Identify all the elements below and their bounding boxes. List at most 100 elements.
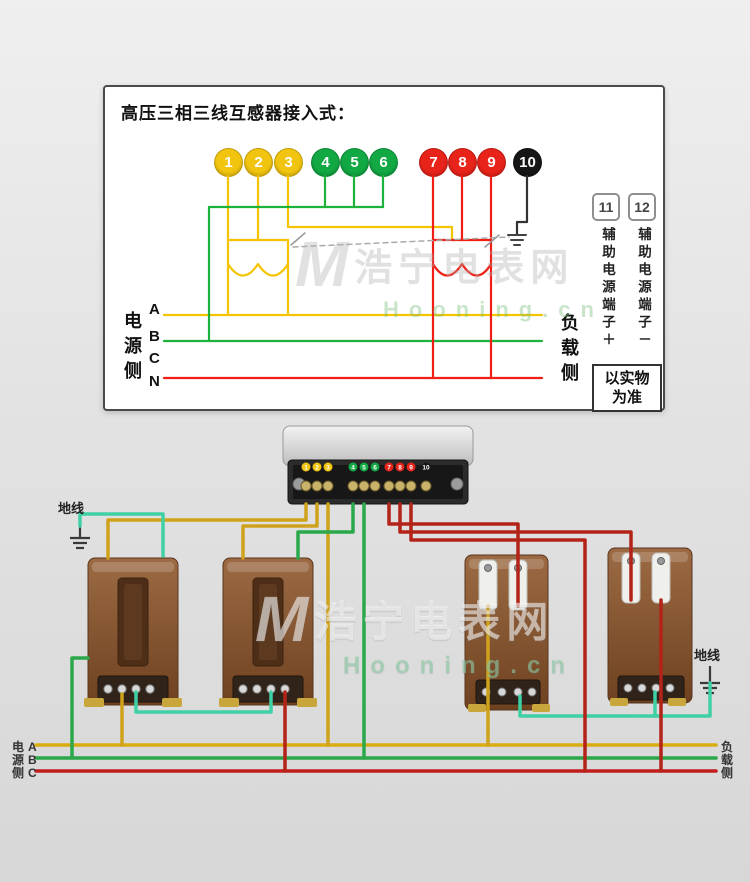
installation-diagram: 1 2 3 4 5 6 7 8 9 10: [34, 425, 720, 773]
ct1-highlight: [92, 562, 174, 572]
dot-1: [301, 462, 311, 472]
dot-2: [312, 462, 322, 472]
dot-label-6: 6: [373, 465, 377, 472]
aux-label-minus: 辅助电源端子－: [636, 227, 651, 350]
ground-label-left: 地线: [58, 501, 85, 516]
polarity-mark-left: [290, 232, 306, 246]
screw: [657, 557, 665, 565]
bus-label-phase: C: [28, 766, 37, 780]
cover-screw-right: [450, 477, 464, 491]
terminal-9: 9: [477, 148, 506, 177]
pt4-foot-left: [610, 698, 628, 706]
wire-green-busB-ct1: [70, 656, 90, 760]
dot-label-7: 7: [387, 465, 391, 472]
ground-symbol-left: [70, 526, 90, 550]
screw: [369, 480, 381, 492]
schematic-wiring: [162, 174, 544, 380]
phase-a-label: A: [149, 301, 160, 318]
dot-6: [370, 462, 380, 472]
terminal-4: 4: [311, 148, 340, 177]
screw: [383, 480, 395, 492]
ct2-highlight: [227, 562, 309, 572]
phase-b-label: B: [149, 328, 160, 345]
dot-label-5: 5: [362, 465, 366, 472]
dot-10: [421, 462, 431, 472]
pt4-foot-right: [668, 698, 686, 706]
screw: [637, 683, 647, 693]
load-side-label-3: 侧: [721, 766, 734, 780]
screw: [103, 684, 113, 694]
dot-9: [406, 462, 416, 472]
current-transformer-2: [219, 557, 317, 707]
phase-c-label: C: [149, 350, 160, 367]
meter-terminal-numbers: 1 2 3 4 5 6 7 8 9 10: [301, 462, 431, 472]
aux-label-plus: 辅助电源端子＋: [600, 227, 615, 350]
note-box: 以实物为准: [592, 364, 662, 412]
wire-ground-left: [78, 512, 165, 558]
ground-label-right: 地线: [694, 648, 721, 663]
wire-b-run: [207, 205, 385, 343]
dot-7: [384, 462, 394, 472]
terminal-3: 3: [274, 148, 303, 177]
wire-earth: [515, 174, 529, 237]
source-side-label: 电源侧: [122, 311, 142, 386]
screw: [145, 684, 155, 694]
schematic-panel: 高压三相三线互感器接入式： 1 2 3 4 5 6 7 8 9 10: [103, 85, 665, 412]
screw: [420, 480, 432, 492]
wire-red-t8-pt4: [398, 502, 633, 602]
screw: [394, 480, 406, 492]
aux-terminal-11: 11: [592, 193, 620, 221]
screw: [347, 480, 359, 492]
wire-yellow-t1-ct1: [106, 502, 308, 560]
ct1-foot-left: [84, 698, 104, 707]
dot-label-3: 3: [326, 465, 330, 472]
bus-label-cn: 侧: [12, 766, 25, 780]
dot-label-9: 9: [409, 465, 413, 472]
aux-terminal-12: 12: [628, 193, 656, 221]
pt4-terminal-block: [617, 675, 685, 701]
meter-screws: [300, 480, 432, 492]
screw: [358, 480, 370, 492]
ct2-window-inner: [259, 584, 277, 660]
screw: [300, 480, 312, 492]
screw: [117, 684, 127, 694]
bus-label-cn: 电: [12, 740, 25, 754]
screw: [252, 684, 262, 694]
pt3-foot-right: [532, 704, 550, 712]
bus-label-phase: A: [28, 740, 37, 754]
screw: [484, 564, 492, 572]
dot-label-8: 8: [398, 465, 402, 472]
current-transformer-1: [84, 557, 182, 707]
wire-ground-ct-link: [134, 690, 273, 714]
wire-yellow-t2-ct2: [241, 502, 319, 560]
ct2-symbol: [431, 262, 493, 277]
wire-a-3: [286, 174, 454, 242]
pt3-terminal-block: [475, 679, 541, 705]
screw: [623, 683, 633, 693]
ct1-foot-right: [162, 698, 182, 707]
dot-label-2: 2: [315, 465, 319, 472]
screw: [311, 480, 323, 492]
wire-ground-right: [518, 681, 712, 718]
wire-red-t7-pt3: [387, 502, 520, 608]
load-side-label: 负载侧: [559, 313, 579, 388]
load-side-label-1: 负: [721, 740, 734, 754]
screw: [405, 480, 417, 492]
ct2-foot-right: [297, 698, 317, 707]
dot-label-4: 4: [351, 465, 355, 472]
dot-3: [323, 462, 333, 472]
ct1-symbol: [226, 262, 290, 277]
terminal-8: 8: [448, 148, 477, 177]
ct1-window-inner: [124, 584, 142, 660]
dot-8: [395, 462, 405, 472]
screw: [513, 687, 523, 697]
dot-5: [359, 462, 369, 472]
ct2-foot-left: [219, 698, 239, 707]
pt3-foot-left: [468, 704, 486, 712]
polarity-mark-right: [484, 234, 500, 248]
panel-title: 高压三相三线互感器接入式：: [121, 104, 355, 123]
